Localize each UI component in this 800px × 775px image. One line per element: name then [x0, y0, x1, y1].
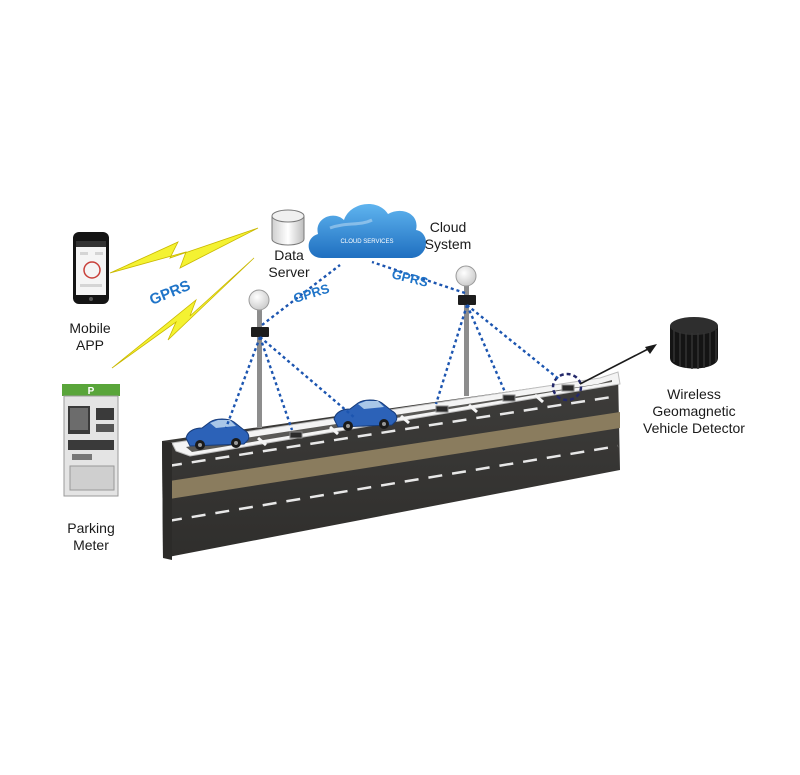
gprs-label-left: GPRS — [147, 277, 193, 309]
wireless-detector-label: Wireless Geomagnetic Vehicle Detector — [636, 386, 752, 437]
signal-lines — [224, 260, 561, 431]
mobile-app-label: Mobile APP — [64, 320, 116, 354]
sensor-icon — [435, 405, 449, 413]
parking-meter-icon — [62, 384, 120, 497]
cloud-services-label: CLOUD SERVICES — [341, 239, 394, 245]
stall-dividers — [257, 393, 544, 447]
wireless-detector-label-line2: Geomagnetic — [652, 403, 736, 419]
parking-meter-label: Parking Meter — [62, 520, 120, 554]
car-icon — [185, 418, 250, 450]
road-median — [163, 412, 620, 500]
parking-meter-sign: P — [88, 386, 95, 397]
sensor-icon — [502, 394, 516, 402]
database-icon — [271, 209, 305, 246]
lamp-post-icon — [248, 289, 270, 428]
lane-dash-bottom — [167, 444, 619, 523]
lamp-post-icon — [455, 265, 477, 396]
wireless-detector-label-line3: Vehicle Detector — [643, 420, 745, 436]
cloud-system-label-line1: Cloud — [429, 219, 467, 235]
highlighted-sensor-ring — [551, 372, 583, 402]
wireless-detector-label-line1: Wireless — [667, 386, 721, 402]
road — [162, 371, 621, 560]
lightning-bolt-upper — [109, 227, 259, 274]
gprs-label-middle: GPRS — [291, 281, 331, 306]
sensor-icon — [289, 431, 303, 439]
geomagnetic-detector-icon — [670, 317, 718, 369]
lightning-bolt-lower — [111, 257, 255, 369]
cloud-system-label: Cloud System — [420, 219, 476, 253]
data-server-label-line1: Data — [274, 247, 304, 263]
data-server-label: Data Server — [266, 247, 312, 281]
detector-arrow — [579, 344, 657, 385]
stall-sensors — [289, 372, 583, 439]
cloud-icon — [308, 203, 427, 258]
road-end — [162, 441, 172, 560]
lane-dash-top — [167, 394, 619, 468]
smartphone-icon — [73, 232, 109, 304]
parking-meter-label-line2: Meter — [73, 537, 109, 553]
mobile-app-label-line1: Mobile — [69, 320, 111, 336]
cloud-system-label-line2: System — [424, 236, 472, 252]
road-surface — [162, 372, 620, 558]
car-icon — [333, 399, 398, 431]
parking-meter-label-line1: Parking — [67, 520, 115, 536]
data-server-label-line2: Server — [268, 264, 310, 280]
gprs-label-right: GPRS — [390, 266, 430, 290]
mobile-app-label-line2: APP — [75, 337, 104, 353]
sensor-icon — [561, 384, 575, 392]
